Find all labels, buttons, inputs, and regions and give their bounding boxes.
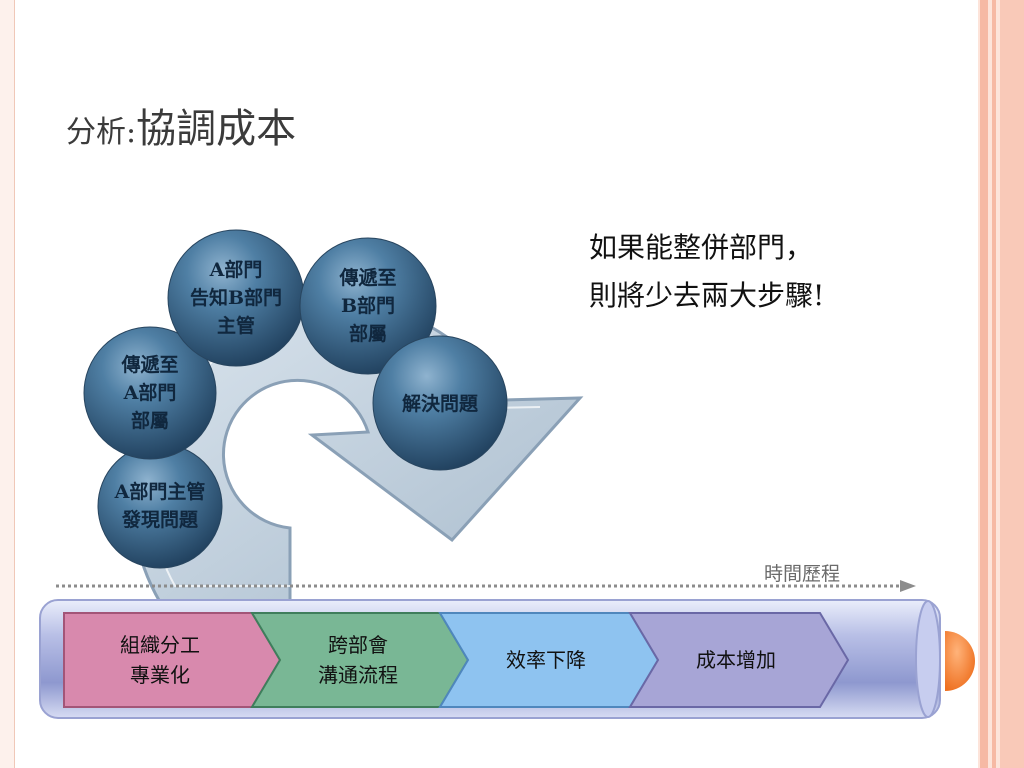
title-main: 協調成本 bbox=[136, 106, 297, 152]
process-step-1: 組織分工 專業化 bbox=[70, 613, 250, 707]
right-border-stripes bbox=[978, 0, 1024, 768]
accent-dot bbox=[945, 631, 975, 691]
process-step-2-line-1: 跨部會 bbox=[328, 633, 388, 657]
process-step-1-line-1: 組織分工 bbox=[120, 633, 200, 657]
cycle-step-2-line-2: A部門 bbox=[123, 382, 177, 404]
process-step-4-line-1: 成本增加 bbox=[696, 648, 776, 672]
process-step-4: 成本增加 bbox=[646, 613, 826, 707]
timeline-arrow bbox=[56, 580, 916, 592]
cycle-step-1: A部門主管 發現問題 bbox=[98, 459, 222, 553]
cycle-step-3: A部門 告知B部門 主管 bbox=[170, 240, 302, 356]
cycle-step-3-line-2: 告知B部門 bbox=[189, 287, 283, 309]
cycle-step-4-line-1: 傳遞至 bbox=[339, 267, 397, 289]
cycle-step-3-line-3: 主管 bbox=[216, 315, 255, 337]
cycle-step-1-line-2: 發現問題 bbox=[121, 509, 198, 531]
process-chevrons bbox=[63, 612, 850, 708]
merge-note: 如果能整併部門， 則將少去兩大步驟! bbox=[589, 224, 824, 320]
note-line-2: 則將少去兩大步驟! bbox=[589, 279, 825, 312]
cycle-step-2: 傳遞至 A部門 部屬 bbox=[86, 333, 214, 453]
slide-title: 分析:協調成本 bbox=[66, 96, 296, 154]
process-step-1-line-2: 專業化 bbox=[130, 663, 190, 687]
cycle-step-5: 解決問題 bbox=[376, 380, 504, 428]
cycle-step-4-line-2: B部門 bbox=[340, 295, 396, 317]
process-step-2-line-2: 溝通流程 bbox=[318, 663, 398, 687]
cycle-step-4: 傳遞至 B部門 部屬 bbox=[304, 248, 432, 364]
timeline-label: 時間歷程 bbox=[764, 563, 841, 585]
cycle-step-1-line-1: A部門主管 bbox=[114, 481, 206, 503]
title-prefix: 分析: bbox=[66, 115, 137, 150]
cycle-circles bbox=[83, 229, 508, 569]
cycle-step-2-line-3: 部屬 bbox=[130, 410, 169, 432]
process-step-3-line-1: 效率下降 bbox=[506, 648, 586, 672]
process-step-3: 效率下降 bbox=[456, 613, 636, 707]
cycle-step-4-line-3: 部屬 bbox=[348, 323, 387, 345]
note-line-1: 如果能整併部門， bbox=[589, 231, 814, 264]
process-step-2: 跨部會 溝通流程 bbox=[268, 613, 448, 707]
left-border-strip bbox=[0, 0, 15, 768]
cycle-step-5-line-1: 解決問題 bbox=[401, 393, 478, 415]
cycle-step-2-line-1: 傳遞至 bbox=[121, 354, 179, 376]
cycle-step-3-line-1: A部門 bbox=[209, 259, 263, 281]
